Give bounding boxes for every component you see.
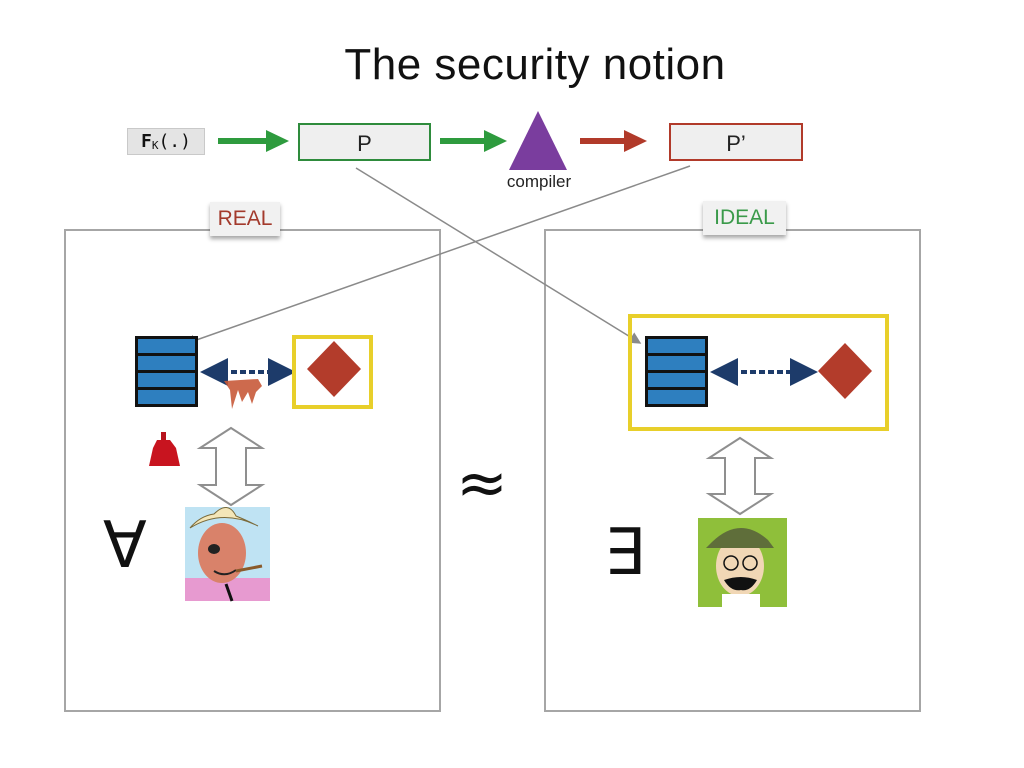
real-client-diamond-icon	[307, 341, 361, 397]
pprime-to-real-arrow	[183, 165, 691, 347]
compiler-label: compiler	[506, 172, 572, 191]
approx-symbol: ≈	[456, 446, 508, 519]
ketchup-splash-icon	[224, 379, 262, 409]
ideal-double-arrow	[705, 436, 775, 516]
real-client-highlight	[292, 335, 373, 409]
exists-symbol: ∃	[604, 516, 645, 590]
ketchup-bottle-icon	[149, 432, 180, 466]
ideal-highlight-box	[628, 314, 889, 431]
function-symbol: F	[141, 131, 152, 152]
adversary-portrait	[185, 507, 270, 602]
ideal-client-diamond-icon	[818, 343, 872, 399]
forall-symbol: ∀	[103, 509, 147, 583]
slide-title: The security notion	[344, 40, 726, 89]
compiler-triangle-icon	[509, 111, 567, 170]
green-arrow-2	[440, 130, 507, 152]
function-box: FK(.)	[127, 128, 205, 155]
ideal-server-stack-icon	[645, 336, 708, 407]
function-subscript: K	[151, 139, 159, 152]
red-arrow	[580, 130, 647, 152]
real-tag: REAL	[210, 202, 280, 236]
simulator-portrait	[698, 518, 787, 607]
ideal-tag: IDEAL	[703, 201, 786, 235]
green-arrow-1	[218, 130, 289, 152]
function-args: (.)	[158, 131, 191, 152]
compiled-program-box: P’	[669, 123, 803, 161]
real-double-arrow	[196, 426, 266, 507]
program-box: P	[298, 123, 431, 161]
p-to-ideal-arrow	[355, 167, 642, 344]
server-stack-icon	[135, 336, 198, 407]
